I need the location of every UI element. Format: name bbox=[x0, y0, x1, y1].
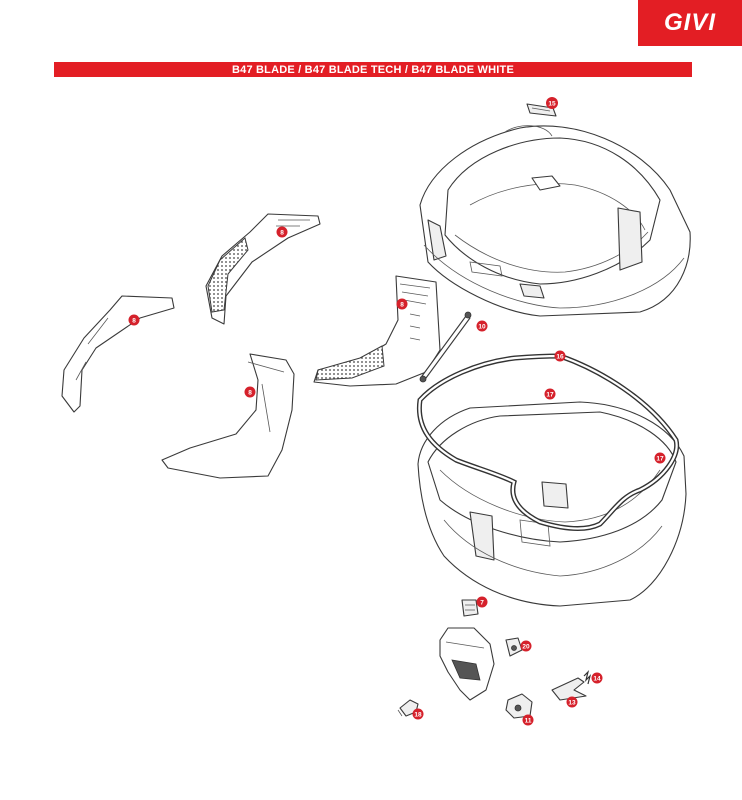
lid-strap bbox=[419, 311, 472, 383]
svg-text:20: 20 bbox=[522, 644, 530, 651]
svg-text:8: 8 bbox=[248, 390, 252, 397]
callout-10: 10 bbox=[476, 320, 488, 332]
latch-plate-13 bbox=[551, 677, 587, 701]
svg-text:18: 18 bbox=[414, 712, 422, 719]
lock-part-20 bbox=[505, 637, 523, 657]
callout-8c: 8 bbox=[244, 386, 256, 398]
svg-text:8: 8 bbox=[132, 318, 136, 325]
bracket-part-7 bbox=[461, 599, 479, 617]
callout-20: 20 bbox=[520, 640, 532, 652]
top-case-base bbox=[417, 401, 687, 607]
spring-14 bbox=[583, 670, 592, 685]
top-case-lid bbox=[419, 125, 691, 317]
svg-text:15: 15 bbox=[548, 101, 556, 108]
callout-8a: 8 bbox=[276, 226, 288, 238]
side-panel-top bbox=[205, 213, 321, 325]
side-panel-bottom bbox=[161, 353, 295, 479]
givi-logo: GIVI bbox=[638, 0, 742, 46]
svg-text:8: 8 bbox=[400, 302, 404, 309]
lock-barrel-11 bbox=[505, 693, 533, 719]
svg-text:10: 10 bbox=[478, 324, 486, 331]
svg-text:17: 17 bbox=[656, 456, 664, 463]
callout-18: 18 bbox=[412, 708, 424, 720]
callout-14: 14 bbox=[591, 672, 603, 684]
side-panel-left bbox=[61, 295, 175, 413]
callout-17b: 17 bbox=[654, 452, 666, 464]
callout-13: 13 bbox=[566, 696, 578, 708]
page-title: B47 BLADE / B47 BLADE TECH / B47 BLADE W… bbox=[54, 62, 692, 77]
svg-text:13: 13 bbox=[568, 700, 576, 707]
side-panel-right bbox=[313, 275, 441, 387]
callout-16: 16 bbox=[554, 350, 566, 362]
callout-11: 11 bbox=[522, 714, 534, 726]
svg-text:17: 17 bbox=[546, 392, 554, 399]
badge-part bbox=[526, 103, 557, 117]
svg-text:7: 7 bbox=[480, 600, 484, 607]
svg-text:11: 11 bbox=[525, 718, 532, 725]
lock-cover bbox=[439, 627, 495, 701]
svg-text:8: 8 bbox=[280, 230, 284, 237]
svg-text:14: 14 bbox=[593, 676, 601, 683]
callout-17a: 17 bbox=[544, 388, 556, 400]
callout-7: 7 bbox=[476, 596, 488, 608]
callout-15: 15 bbox=[546, 97, 558, 109]
lid-gasket bbox=[416, 353, 680, 531]
svg-text:16: 16 bbox=[556, 354, 564, 361]
callout-8b: 8 bbox=[128, 314, 140, 326]
callout-8d: 8 bbox=[396, 298, 408, 310]
